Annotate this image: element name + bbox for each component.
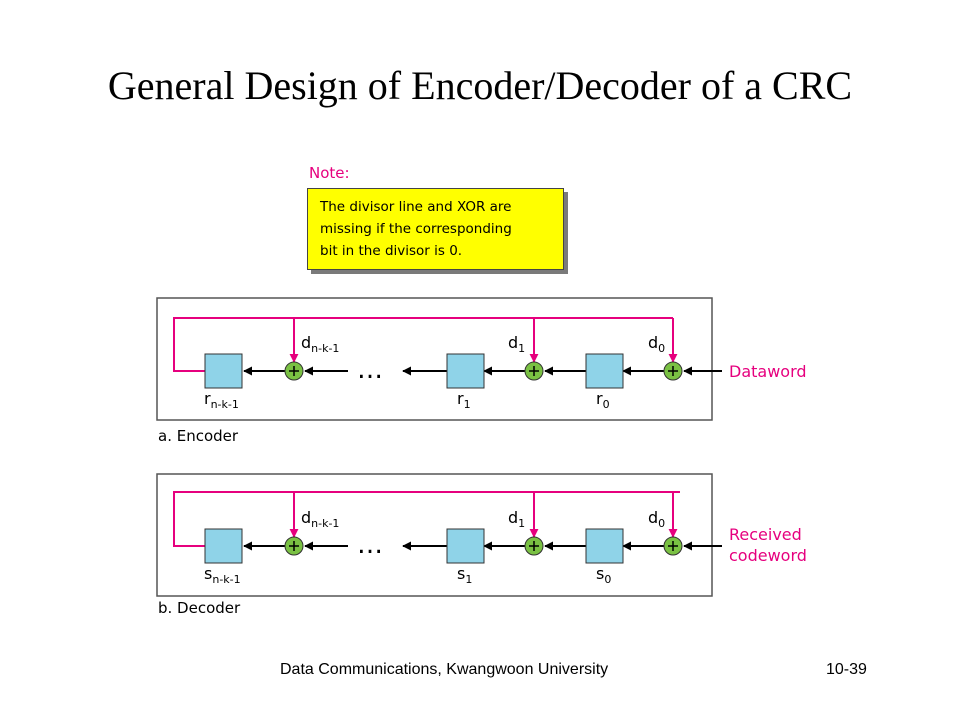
note-label: Note:	[309, 164, 350, 182]
footer-page-number: 10-39	[826, 661, 867, 678]
encoder-input-label: Dataword	[729, 362, 807, 381]
note-line-1: The divisor line and XOR are	[320, 199, 512, 215]
decoder-register-0	[585, 528, 624, 564]
decoder-register-1	[446, 528, 485, 564]
decoder-panel: … dn-k-1 d1 d0 sn-k-1 s1 s0 Received cod…	[156, 473, 807, 597]
encoder-register-1	[446, 353, 485, 389]
decoder-feedback-line	[173, 491, 680, 547]
decoder-d-label-1: d1	[508, 508, 525, 530]
decoder-register-nk1	[204, 528, 243, 564]
encoder-register-nk1	[204, 353, 243, 389]
decoder-input-label-line-2: codeword	[729, 546, 807, 565]
encoder-d-label-0: d0	[648, 333, 665, 355]
encoder-panel: … dn-k-1 d1 d0 rn-k-1 r1 r0 Dataword	[156, 297, 807, 421]
decoder-reg-label-1: s1	[457, 564, 472, 586]
decoder-d-label-nk1: dn-k-1	[301, 508, 339, 530]
encoder-xor-1	[524, 361, 544, 381]
decoder-d-label-0: d0	[648, 508, 665, 530]
decoder-xor-1	[524, 536, 544, 556]
encoder-xor-0	[663, 361, 683, 381]
decoder-xor-nk1	[284, 536, 304, 556]
encoder-xor-nk1	[284, 361, 304, 381]
encoder-register-0	[585, 353, 624, 389]
encoder-feedback-line	[173, 317, 673, 372]
decoder-reg-label-0: s0	[596, 564, 611, 586]
decoder-xor-0	[663, 536, 683, 556]
decoder-caption: b. Decoder	[158, 599, 241, 617]
note-line-2: missing if the corresponding	[320, 221, 512, 237]
decoder-input-label-line-1: Received	[729, 525, 802, 544]
note-box: The divisor line and XOR are missing if …	[307, 188, 564, 270]
encoder-reg-label-1: r1	[457, 389, 471, 411]
encoder-frame	[156, 297, 713, 421]
encoder-d-label-1: d1	[508, 333, 525, 355]
encoder-d-label-nk1: dn-k-1	[301, 333, 339, 355]
encoder-reg-label-nk1: rn-k-1	[204, 389, 239, 411]
decoder-frame	[156, 473, 713, 597]
encoder-ellipsis: …	[357, 355, 383, 385]
slide-title: General Design of Encoder/Decoder of a C…	[107, 63, 853, 108]
encoder-reg-label-0: r0	[596, 389, 610, 411]
decoder-ellipsis: …	[357, 530, 383, 560]
footer-left: Data Communications, Kwangwoon Universit…	[280, 661, 609, 678]
decoder-reg-label-nk1: sn-k-1	[204, 564, 241, 586]
note-line-3: bit in the divisor is 0.	[320, 243, 463, 259]
encoder-caption: a. Encoder	[158, 427, 239, 445]
